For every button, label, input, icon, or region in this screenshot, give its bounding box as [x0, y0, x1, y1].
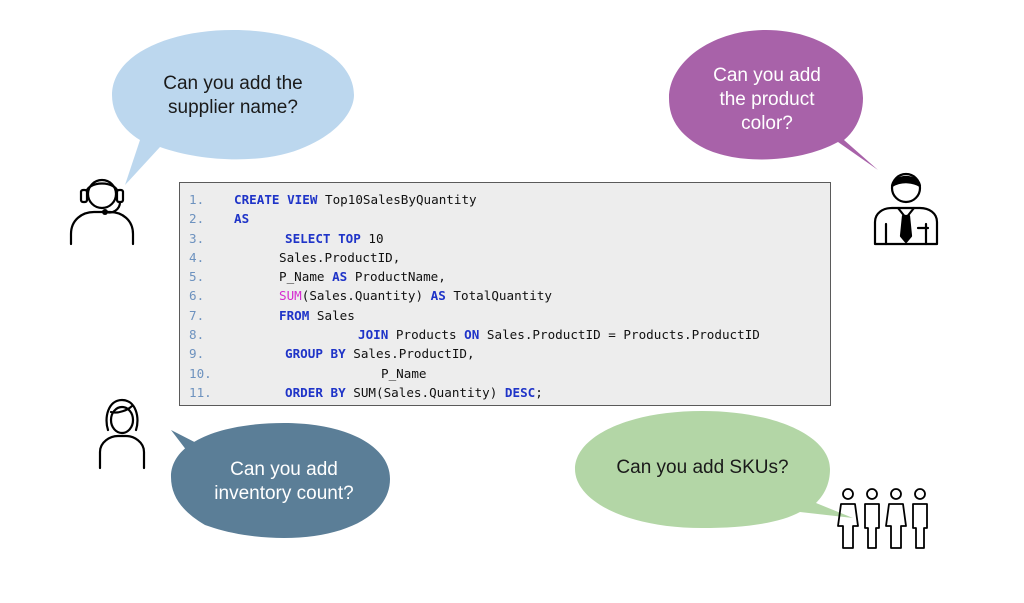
color-bubble-text: Can you add the product color?	[700, 58, 834, 142]
inventory-line1: Can you add	[230, 459, 338, 480]
line-number: 7.	[189, 307, 205, 323]
line-number: 3.	[189, 230, 205, 246]
sql-keyword: GROUP BY	[285, 346, 346, 362]
sql-keyword: SELECT TOP	[285, 230, 361, 246]
sql-token: TotalQuantity	[445, 288, 552, 304]
sql-keyword: AS	[332, 269, 348, 285]
supplier-line2: supplier name?	[168, 97, 298, 118]
code-text: Sales.ProductID,	[279, 248, 400, 267]
skus-bubble-text: Can you add SKUs?	[600, 448, 805, 488]
sql-token: Sales.ProductID,	[279, 249, 401, 265]
businessman-icon	[873, 172, 939, 246]
sql-keyword: AS	[234, 211, 250, 227]
code-line: 3. SELECT TOP 10	[180, 229, 830, 248]
code-text: CREATE VIEW Top10SalesByQuantity	[234, 190, 477, 209]
line-number: 5.	[189, 269, 205, 285]
code-text: GROUP BY Sales.ProductID,	[285, 344, 475, 363]
code-text: P_Name	[381, 364, 427, 383]
skus-bubble	[575, 411, 853, 528]
code-text: JOIN Products ON Sales.ProductID = Produ…	[358, 325, 760, 344]
line-number: 8.	[189, 327, 205, 343]
sql-token: P_Name	[279, 269, 333, 285]
sql-function: SUM	[279, 288, 302, 304]
color-line3: color?	[741, 113, 793, 134]
skus-line1: Can you add SKUs?	[616, 457, 789, 478]
sql-token: Top10SalesByQuantity	[317, 192, 477, 207]
code-line: 4. Sales.ProductID,	[180, 248, 830, 267]
sql-token: Sales.ProductID = Products.ProductID	[479, 327, 760, 343]
sql-keyword: CREATE VIEW	[234, 192, 318, 207]
sql-keyword: FROM	[279, 307, 310, 323]
sql-keyword: JOIN	[358, 327, 389, 343]
code-line: 8. JOIN Products ON Sales.ProductID = Pro…	[180, 325, 830, 344]
line-number: 2.	[189, 211, 205, 227]
sql-token: ;	[535, 384, 543, 400]
code-line: 1. CREATE VIEW Top10SalesByQuantity	[180, 190, 830, 209]
code-text: ORDER BY SUM(Sales.Quantity) DESC;	[285, 383, 543, 402]
sql-token: Sales	[309, 307, 355, 323]
line-number: 10.	[189, 365, 212, 381]
inventory-bubble-text: Can you add inventory count?	[196, 452, 372, 512]
color-line1: Can you add	[713, 65, 821, 86]
headset-person-icon	[69, 178, 135, 246]
supplier-line1: Can you add the	[163, 73, 303, 94]
code-line: 7. FROM Sales	[180, 306, 830, 325]
line-number: 6.	[189, 288, 205, 304]
sql-keyword: ON	[464, 327, 480, 343]
line-number: 1.	[189, 192, 205, 207]
sql-keyword: DESC	[504, 384, 536, 400]
supplier-bubble-text: Can you add the supplier name?	[150, 66, 316, 126]
code-text: FROM Sales	[279, 306, 355, 325]
code-text: AS	[234, 209, 249, 228]
code-text: P_Name AS ProductName,	[279, 267, 446, 286]
group-people-icon	[837, 488, 928, 549]
color-line2: the product	[719, 89, 815, 110]
sql-token: P_Name	[381, 365, 427, 381]
color-bubble	[669, 30, 878, 170]
inventory-line2: inventory count?	[214, 483, 354, 504]
code-line: 11. ORDER BY SUM(Sales.Quantity) DESC;	[180, 383, 830, 402]
sql-keyword: AS	[430, 288, 446, 304]
code-line: 6. SUM(Sales.Quantity) AS TotalQuantity	[180, 286, 830, 305]
sql-keyword: ORDER BY	[285, 384, 346, 400]
code-line: 10. P_Name	[180, 364, 830, 383]
line-number: 4.	[189, 249, 205, 265]
code-text: SELECT TOP 10	[285, 229, 384, 248]
line-number: 9.	[189, 346, 205, 362]
code-line: 2. AS	[180, 209, 830, 228]
sql-token: Products	[388, 327, 465, 343]
sql-token: ProductName,	[347, 269, 446, 285]
sql-token: Sales.ProductID,	[345, 346, 475, 362]
sql-token: SUM(Sales.Quantity)	[345, 384, 505, 400]
code-text: SUM(Sales.Quantity) AS TotalQuantity	[279, 286, 552, 305]
inventory-bubble	[171, 423, 390, 538]
sql-token: (Sales.Quantity)	[301, 288, 431, 304]
line-number: 11.	[189, 384, 212, 400]
code-line: 5. P_Name AS ProductName,	[180, 267, 830, 286]
sql-code-box: 1. CREATE VIEW Top10SalesByQuantity 2. AS 3.…	[179, 182, 831, 406]
woman-icon	[98, 398, 146, 470]
code-line: 9. GROUP BY Sales.ProductID,	[180, 344, 830, 363]
supplier-bubble	[112, 30, 354, 185]
sql-token: 10	[360, 230, 384, 246]
